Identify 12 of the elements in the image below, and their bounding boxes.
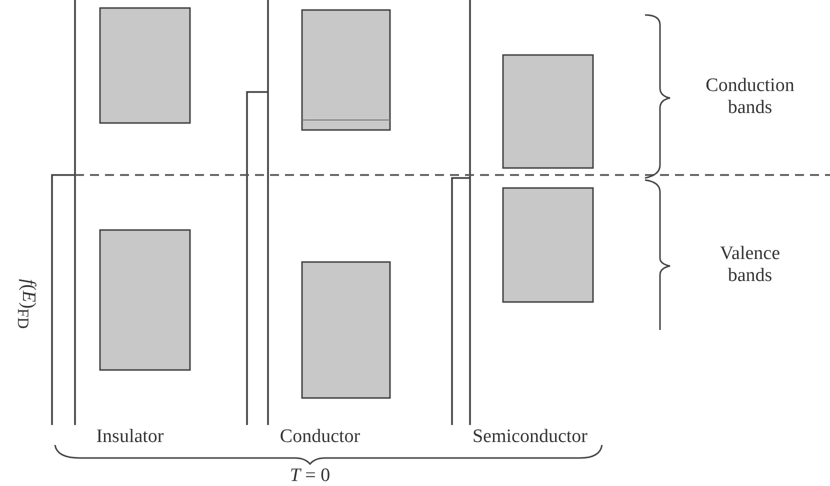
material-label: Semiconductor (471, 426, 589, 448)
band-label: Valence bands (718, 243, 782, 287)
energy-band (99, 229, 191, 371)
energy-band (301, 261, 391, 399)
energy-band (502, 54, 594, 169)
material-label: Conductor (278, 426, 362, 448)
band-label: Conduction bands (705, 75, 795, 119)
energy-band (99, 7, 191, 124)
material-label: Insulator (95, 426, 165, 448)
temperature-label: T = 0 (288, 465, 332, 486)
energy-band (301, 9, 391, 131)
energy-band (502, 187, 594, 303)
